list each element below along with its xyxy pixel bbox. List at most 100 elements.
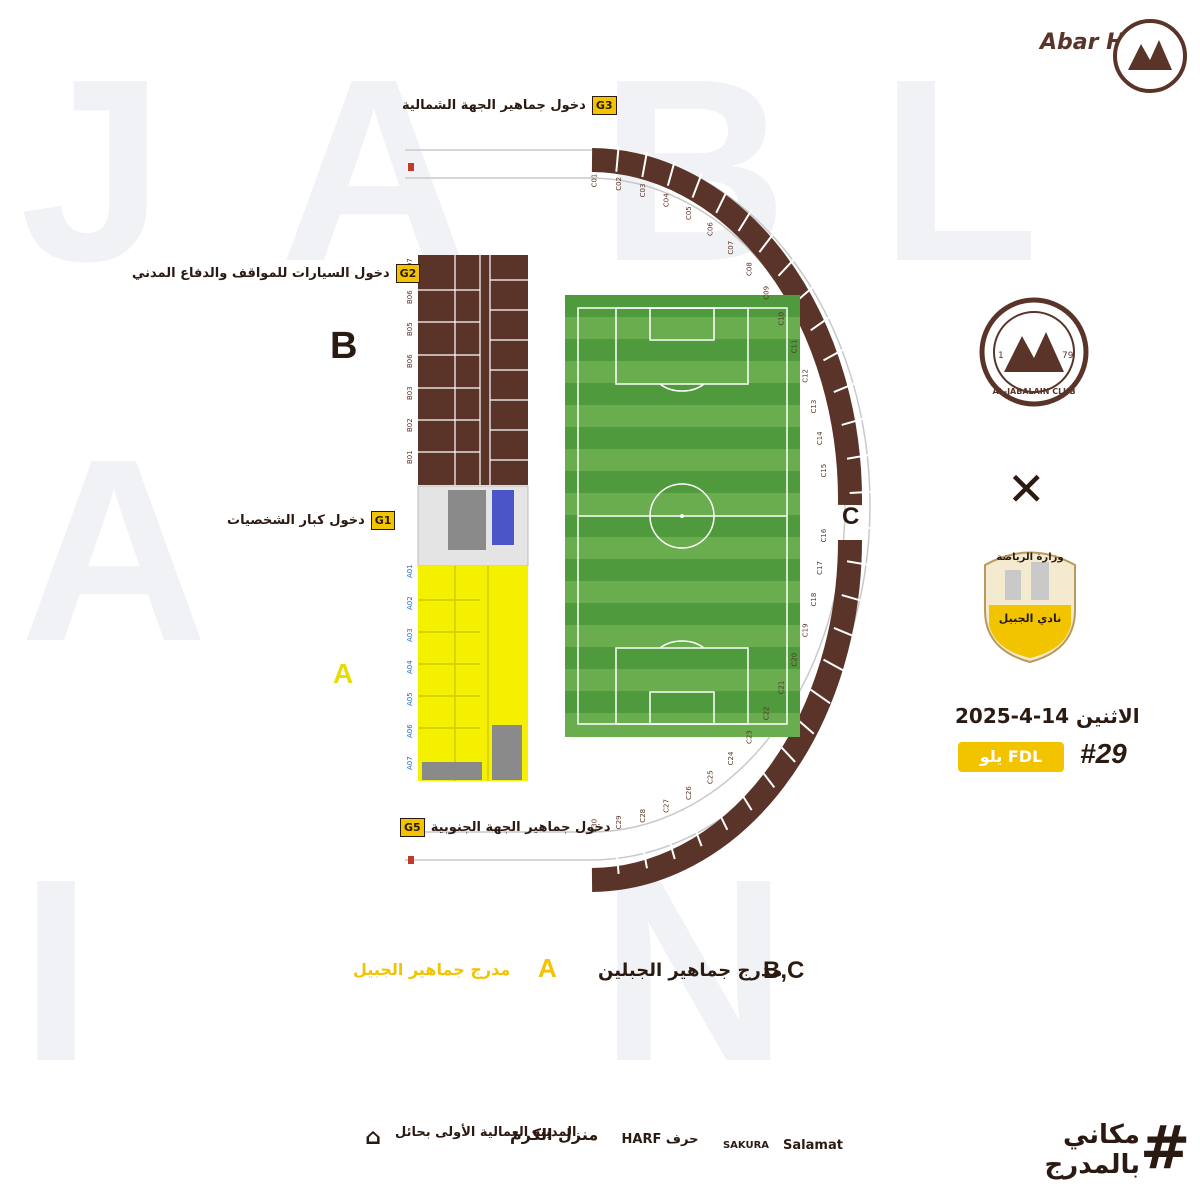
stand-c-separator (737, 788, 753, 811)
gate-marker-north (408, 163, 414, 171)
stand-c-separator (758, 231, 776, 253)
stand-c-block-label: C04 (662, 193, 670, 207)
stand-c-separator (841, 594, 865, 603)
stand-c-separator (737, 209, 753, 232)
stand-c-separator (846, 560, 870, 567)
stand-a-block-label: A03 (406, 628, 414, 642)
stand-c-south (591, 539, 862, 892)
sponsor-1: المدينة العمالية الأولى بحائل (395, 1125, 577, 1140)
stand-a-block-label: A01 (406, 564, 414, 578)
stand-c-separator (641, 842, 648, 869)
stand-c-block-label: C21 (778, 681, 786, 695)
stand-c-separator (846, 453, 870, 460)
stand-c-block-label: C11 (791, 340, 799, 354)
stand-c-block-label: C14 (816, 431, 824, 445)
stand-c-separator (841, 417, 865, 426)
stand-c-block-label: C18 (810, 593, 818, 607)
stand-c-block-label: C27 (662, 799, 670, 813)
stand-c-block-label: C06 (707, 222, 715, 236)
stand-c-separator (666, 160, 676, 186)
stand-c-block-label: C17 (816, 561, 824, 575)
gate-g3-label: دخول جماهير الجهة الشمالية (402, 98, 586, 113)
stand-c-block-label: C26 (685, 786, 693, 800)
stand-b-block-label: B06 (406, 290, 414, 304)
stand-c-separator (691, 822, 703, 847)
svg-text:AL-JABALAIN CLUB: AL-JABALAIN CLUB (992, 387, 1075, 396)
stand-c-separator (691, 173, 703, 198)
stand-c-separator (823, 348, 845, 362)
stand-b-block-label: B03 (406, 386, 414, 400)
sponsor-5: Salamat (783, 1138, 843, 1153)
stand-c-block-label: C19 (801, 623, 809, 637)
stand-c-separator (849, 490, 873, 495)
stand-c-separator (666, 834, 676, 860)
stand-c-separator (810, 688, 831, 705)
sponsor-logo-icon: ⌂ (365, 1125, 381, 1150)
svg-text:L: L (880, 26, 1039, 316)
svg-text:وزارة الرياضة: وزارة الرياضة (996, 552, 1063, 563)
svg-text:نادي الجبيل: نادي الجبيل (999, 612, 1061, 625)
stand-c-block-label: C12 (801, 369, 809, 383)
stand-c-separator (777, 743, 796, 763)
stand-c-separator (615, 146, 620, 172)
svg-text:I: I (20, 826, 92, 1116)
stand-c-block-label: C13 (810, 400, 818, 414)
away-club-logo: وزارة الرياضة نادي الجبيل (984, 551, 1076, 664)
gate-g2: دخول السيارات للمواقف والدفاع المدني G2 (132, 264, 421, 283)
stand-b-block-label: B05 (406, 322, 414, 336)
stand-c-separator (823, 658, 845, 672)
gate-marker-south (408, 856, 414, 864)
league-logo: يلو FDL (958, 742, 1064, 772)
svg-text:1: 1 (998, 351, 1004, 361)
gate-g3-code: G3 (591, 96, 617, 115)
stand-c-block-label: C25 (707, 770, 715, 784)
stand-a-block-label: A06 (406, 724, 414, 738)
hashtag-line-1: مكاني (1062, 1120, 1140, 1150)
stand-c-block-label: C07 (727, 241, 735, 255)
legend-a-text: مدرج جماهير الجبيل (353, 960, 511, 979)
svg-text:A: A (20, 406, 208, 696)
legend-bc-text: مدرج جماهير الجبلين (598, 960, 783, 981)
match-date: الاثنين 14-4-2025 (955, 704, 1140, 728)
stand-c-separator (833, 382, 856, 394)
stand-c-separator (833, 626, 856, 638)
stand-c-block-label: C30 (590, 819, 598, 833)
stand-c-block-label: C01 (590, 174, 598, 188)
gate-g1-code: G1 (370, 511, 396, 530)
gate-g1: دخول كبار الشخصيات G1 (227, 511, 396, 530)
stand-c-separator (758, 767, 776, 789)
stand-c-letter: C (842, 503, 860, 530)
stand-a-block-label: A05 (406, 692, 414, 706)
football-pitch (565, 295, 800, 737)
hashtag-text: مكاني بالمدرج (1020, 1120, 1140, 1180)
svg-text:J: J (20, 26, 165, 316)
stand-c-block-label: C22 (762, 707, 770, 721)
home-club-logo: 1 79 AL-JABALAIN CLUB (979, 297, 1089, 407)
stand-b-letter: B (330, 325, 358, 367)
hashtag-line-2: بالمدرج (1044, 1150, 1140, 1180)
hashtag-icon: # (1140, 1113, 1191, 1183)
match-round: #29 (1080, 738, 1127, 769)
stand-a-letter: A (333, 658, 354, 689)
stand-c-block-label: C02 (615, 177, 623, 191)
stand-c-separator (715, 189, 729, 214)
sponsor-4: SAKURA (722, 1140, 770, 1151)
stand-c-block-label: C24 (727, 751, 735, 765)
stand-c-separator (715, 806, 729, 831)
gate-g2-label: دخول السيارات للمواقف والدفاع المدني (132, 266, 390, 281)
stand-c-separator (641, 151, 648, 178)
stand-b-block-label: B06 (406, 354, 414, 368)
stand-c-block-label: C03 (639, 184, 647, 198)
sponsor-2: منزل الكرم (510, 1125, 599, 1144)
stand-c-north (591, 148, 863, 506)
stand-c-separator (849, 525, 873, 530)
legend-bc-code: B,C (763, 957, 805, 984)
stand-c-block-label: C28 (639, 809, 647, 823)
stand-c-block-label: C15 (820, 464, 828, 478)
stand-c-block-label: C23 (745, 730, 753, 744)
stand-c-block-label: C10 (778, 312, 786, 326)
stand-c-separator (615, 848, 620, 874)
stand-c-block-label: C20 (791, 653, 799, 667)
stand-a-block-label: A07 (406, 756, 414, 770)
